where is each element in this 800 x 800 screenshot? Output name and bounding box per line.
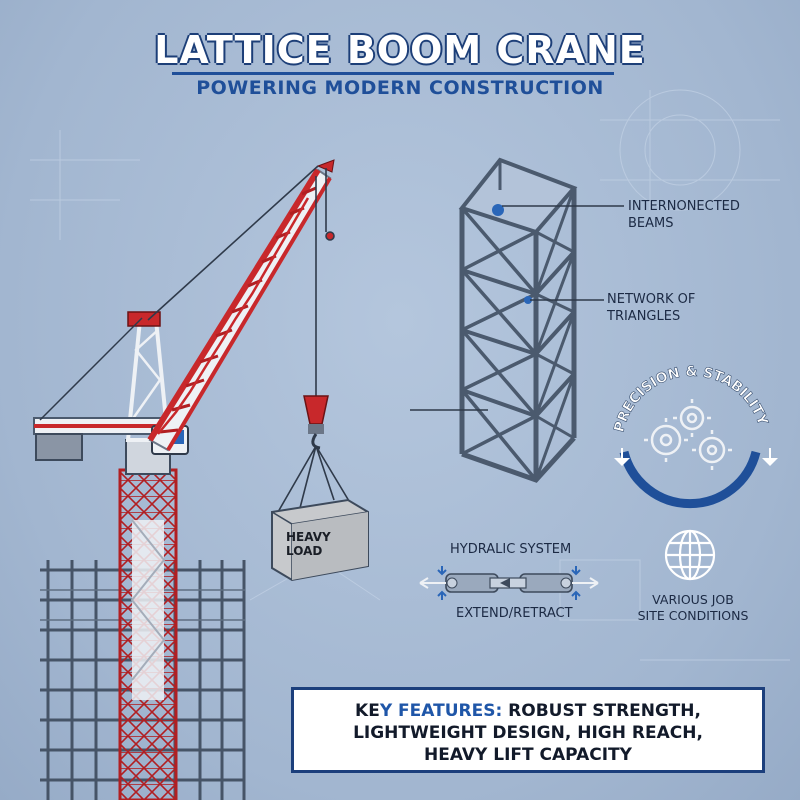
- load-label: HEAVY LOAD: [286, 530, 331, 558]
- badge-text: PRECISION & STABILITY: [611, 364, 770, 434]
- callout-beams: INTERNONECTED BEAMS: [628, 199, 740, 231]
- key-features-line3: HEAVY LIFT CAPACITY: [424, 745, 632, 765]
- key-features-box: KEY FEATURES: ROBUST STRENGTH, LIGHTWEIG…: [291, 687, 765, 773]
- hook-icon: [303, 395, 329, 450]
- hydraulic-cylinder-icon: [419, 566, 599, 600]
- hoist-cables: [315, 168, 335, 396]
- callout-extend: EXTEND/RETRACT: [456, 606, 573, 621]
- callout-triangles: NETWORK OF TRIANGLES: [607, 292, 696, 324]
- key-features-prefix: KE: [355, 701, 380, 721]
- gears-icon: [644, 399, 732, 470]
- callout-lines: [410, 205, 624, 411]
- heavy-load: [271, 445, 369, 582]
- page-title: LATTICE BOOM CRANE: [154, 28, 646, 72]
- callout-hydraulic: HYDRALIC SYSTEM: [450, 542, 572, 557]
- callout-job-site: VARIOUS JOB SITE CONDITIONS: [637, 592, 749, 623]
- lattice-boom: [147, 159, 335, 452]
- blueprint-background: [30, 89, 790, 661]
- counter-jib: [33, 317, 175, 461]
- page-subtitle: POWERING MODERN CONSTRUCTION: [196, 77, 604, 99]
- key-features-line2: LIGHTWEIGHT DESIGN, HIGH REACH,: [353, 723, 703, 743]
- globe-icon: [664, 529, 716, 581]
- precision-badge: PRECISION & STABILITY: [611, 364, 778, 509]
- title-divider: [172, 72, 614, 75]
- key-features-text-1: ROBUST STRENGTH,: [502, 701, 701, 721]
- key-features-line1: KEY FEATURES: ROBUST STRENGTH,: [294, 700, 762, 722]
- lattice-tower-detail: [458, 157, 578, 483]
- crane-mast: [118, 439, 178, 800]
- key-features-heading: Y FEATURES:: [379, 701, 503, 721]
